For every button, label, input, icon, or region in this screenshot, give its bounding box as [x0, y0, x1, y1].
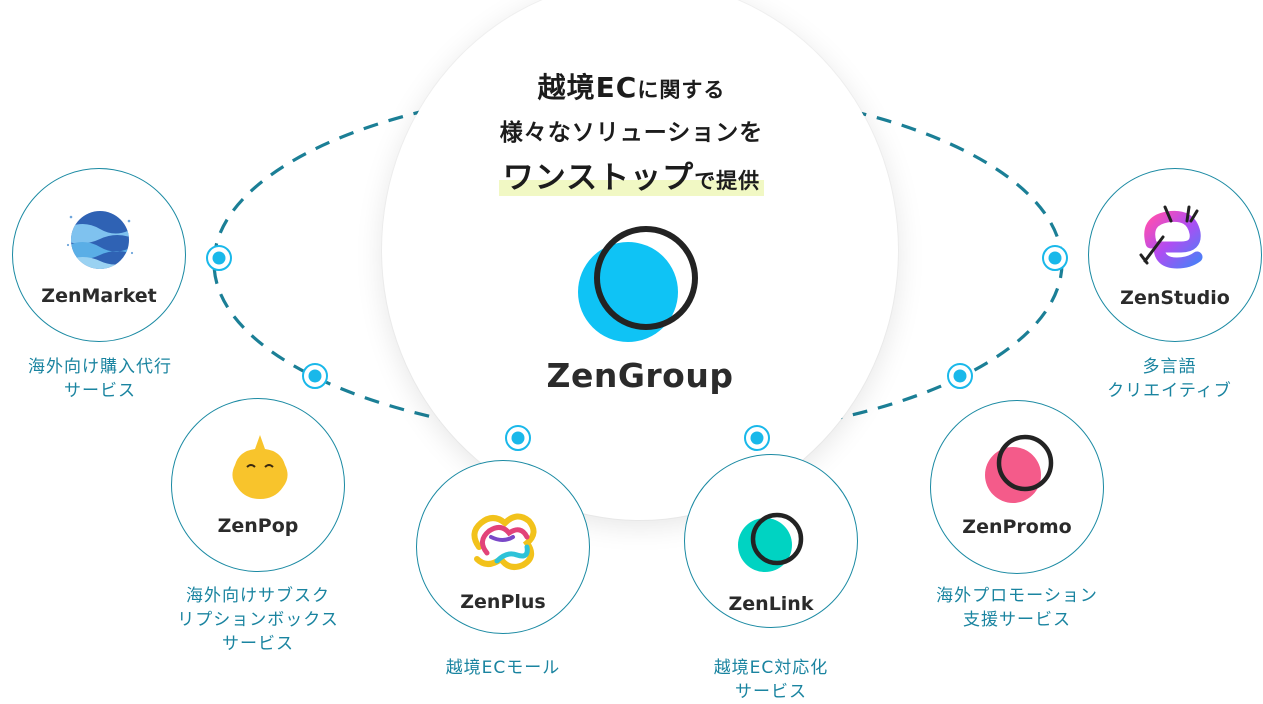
node-zenlink: [744, 425, 770, 451]
zenlink-logo-icon: [738, 512, 804, 572]
hub-name: ZenGroup: [546, 356, 734, 395]
caption-zenstudio: 多言語クリエイティブ: [1107, 357, 1232, 401]
caption-zenlink: 越境EC対応化サービス: [713, 658, 829, 702]
headline-line-3: ワンストップで提供: [0, 152, 1263, 197]
service-name: ZenStudio: [1120, 287, 1230, 309]
zenstudio-logo-icon: [1139, 205, 1203, 269]
node-zenpop: [302, 363, 328, 389]
zenpop-logo-icon: [232, 435, 288, 499]
node-zenstudio: [1042, 245, 1068, 271]
caption-zenpromo: 海外プロモーション支援サービス: [936, 586, 1098, 630]
caption-zenplus: 越境ECモール: [445, 658, 561, 678]
service-name: ZenPromo: [962, 516, 1072, 538]
zenpromo-logo-icon: [985, 434, 1054, 503]
service-zenpop: ZenPop: [171, 398, 345, 572]
service-zenstudio: ZenStudio: [1088, 168, 1262, 342]
service-zenmarket: ZenMarket: [12, 168, 186, 342]
caption-zenmarket: 海外向け購入代行サービス: [28, 357, 172, 401]
headline-line-2: 様々なソリューションを: [499, 120, 764, 146]
service-name: ZenPop: [217, 515, 299, 537]
caption-zenpop: 海外向けサブスクリプションボックスサービス: [177, 586, 339, 654]
headline-line-1: 越境ECに関する: [537, 71, 726, 104]
node-zenplus: [505, 425, 531, 451]
zenplus-logo-icon: [471, 513, 537, 570]
node-zenmarket: [206, 245, 232, 271]
service-name: ZenLink: [728, 593, 814, 615]
zenmarket-logo-icon: [66, 211, 134, 269]
service-zenpromo: ZenPromo: [930, 400, 1104, 574]
node-zenpromo: [947, 363, 973, 389]
zengroup-logo-icon: [578, 226, 698, 342]
service-name: ZenMarket: [41, 285, 157, 307]
service-zenlink: ZenLink: [684, 454, 858, 628]
service-zenplus: ZenPlus: [416, 460, 590, 634]
service-name: ZenPlus: [460, 591, 546, 613]
